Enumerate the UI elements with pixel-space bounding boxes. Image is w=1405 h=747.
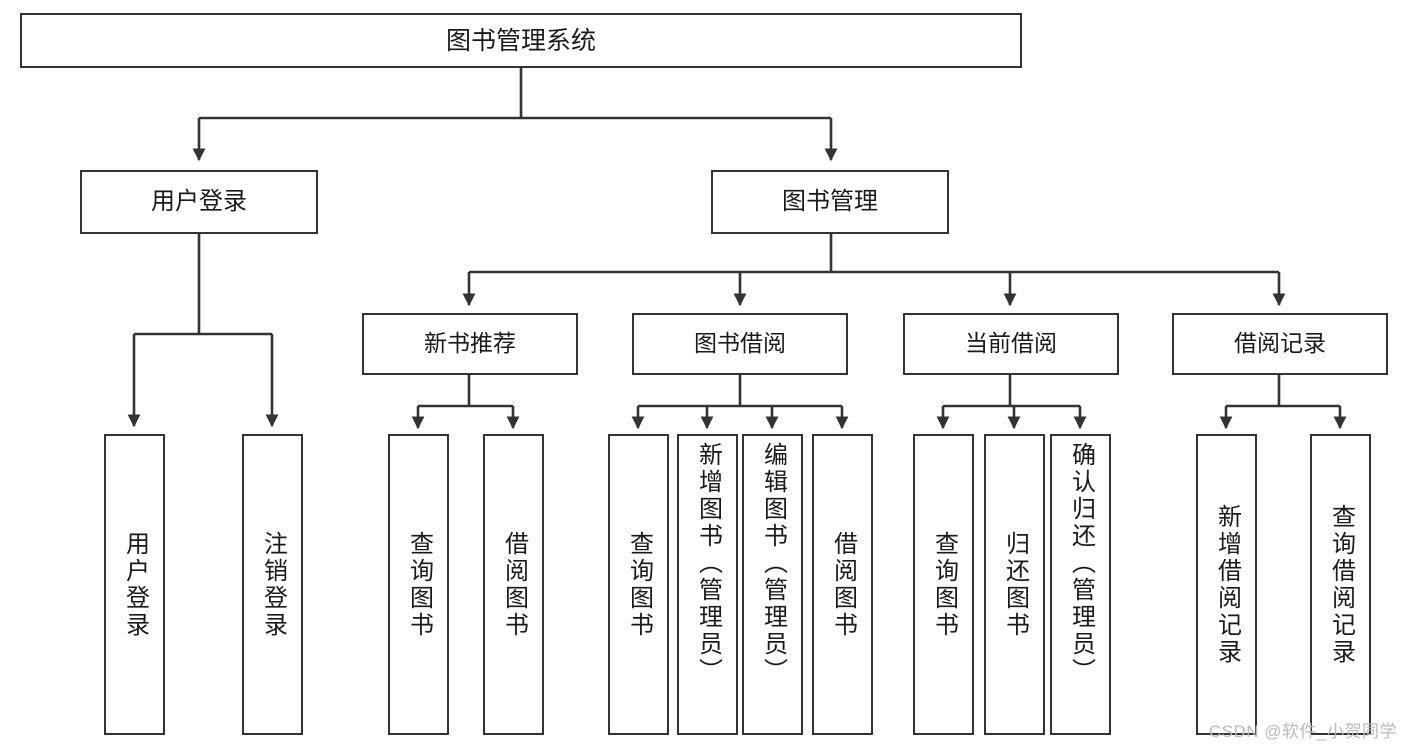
node-label: 用户登录 [121, 530, 149, 639]
node-label: 借阅图书 [829, 530, 857, 639]
node-label: 新增图书（管理员） [694, 442, 722, 685]
node-label: 图书管理系统 [445, 26, 596, 55]
node-label: 查询借阅记录 [1327, 503, 1355, 666]
node-label: 确认归还（管理员） [1067, 442, 1095, 685]
node-label: 新书推荐 [424, 330, 516, 357]
node-current-borrow[interactable]: 当前借阅 [903, 313, 1119, 375]
leaf-query-book-current[interactable]: 查询图书 [913, 434, 974, 735]
watermark: CSDN @软件_小贺同学 [1208, 722, 1397, 741]
node-label: 图书管理 [782, 187, 878, 215]
node-user-login[interactable]: 用户登录 [80, 170, 318, 234]
leaf-confirm-return-admin[interactable]: 确认归还（管理员） [1050, 434, 1111, 735]
leaf-query-book-recommend[interactable]: 查询图书 [388, 434, 449, 735]
node-label: 编辑图书（管理员） [759, 442, 787, 685]
node-label: 归还图书 [1001, 530, 1029, 639]
leaf-edit-book-admin[interactable]: 编辑图书（管理员） [742, 434, 803, 735]
leaf-query-borrow-record[interactable]: 查询借阅记录 [1310, 434, 1371, 735]
leaf-return-book[interactable]: 归还图书 [984, 434, 1045, 735]
node-label: 查询图书 [405, 530, 433, 639]
node-label: 当前借阅 [965, 330, 1057, 357]
node-label: 新增借阅记录 [1213, 503, 1241, 666]
node-label: 注销登录 [259, 530, 287, 639]
leaf-add-book-admin[interactable]: 新增图书（管理员） [677, 434, 738, 735]
node-label: 借阅图书 [500, 530, 528, 639]
leaf-query-book-borrow[interactable]: 查询图书 [608, 434, 669, 735]
leaf-user-login[interactable]: 用户登录 [104, 434, 165, 735]
node-book-borrow[interactable]: 图书借阅 [632, 313, 848, 375]
node-new-book-recommend[interactable]: 新书推荐 [362, 313, 578, 375]
leaf-add-borrow-record[interactable]: 新增借阅记录 [1196, 434, 1257, 735]
node-label: 查询图书 [625, 530, 653, 639]
node-borrow-record[interactable]: 借阅记录 [1172, 313, 1388, 375]
leaf-borrow-book-recommend[interactable]: 借阅图书 [483, 434, 544, 735]
node-label: 用户登录 [151, 187, 247, 215]
node-label: 查询图书 [930, 530, 958, 639]
leaf-logout[interactable]: 注销登录 [242, 434, 303, 735]
node-book-management[interactable]: 图书管理 [711, 170, 949, 234]
node-label: 借阅记录 [1234, 330, 1326, 357]
node-label: 图书借阅 [694, 330, 786, 357]
node-book-management-system[interactable]: 图书管理系统 [20, 13, 1022, 68]
leaf-borrow-book[interactable]: 借阅图书 [812, 434, 873, 735]
